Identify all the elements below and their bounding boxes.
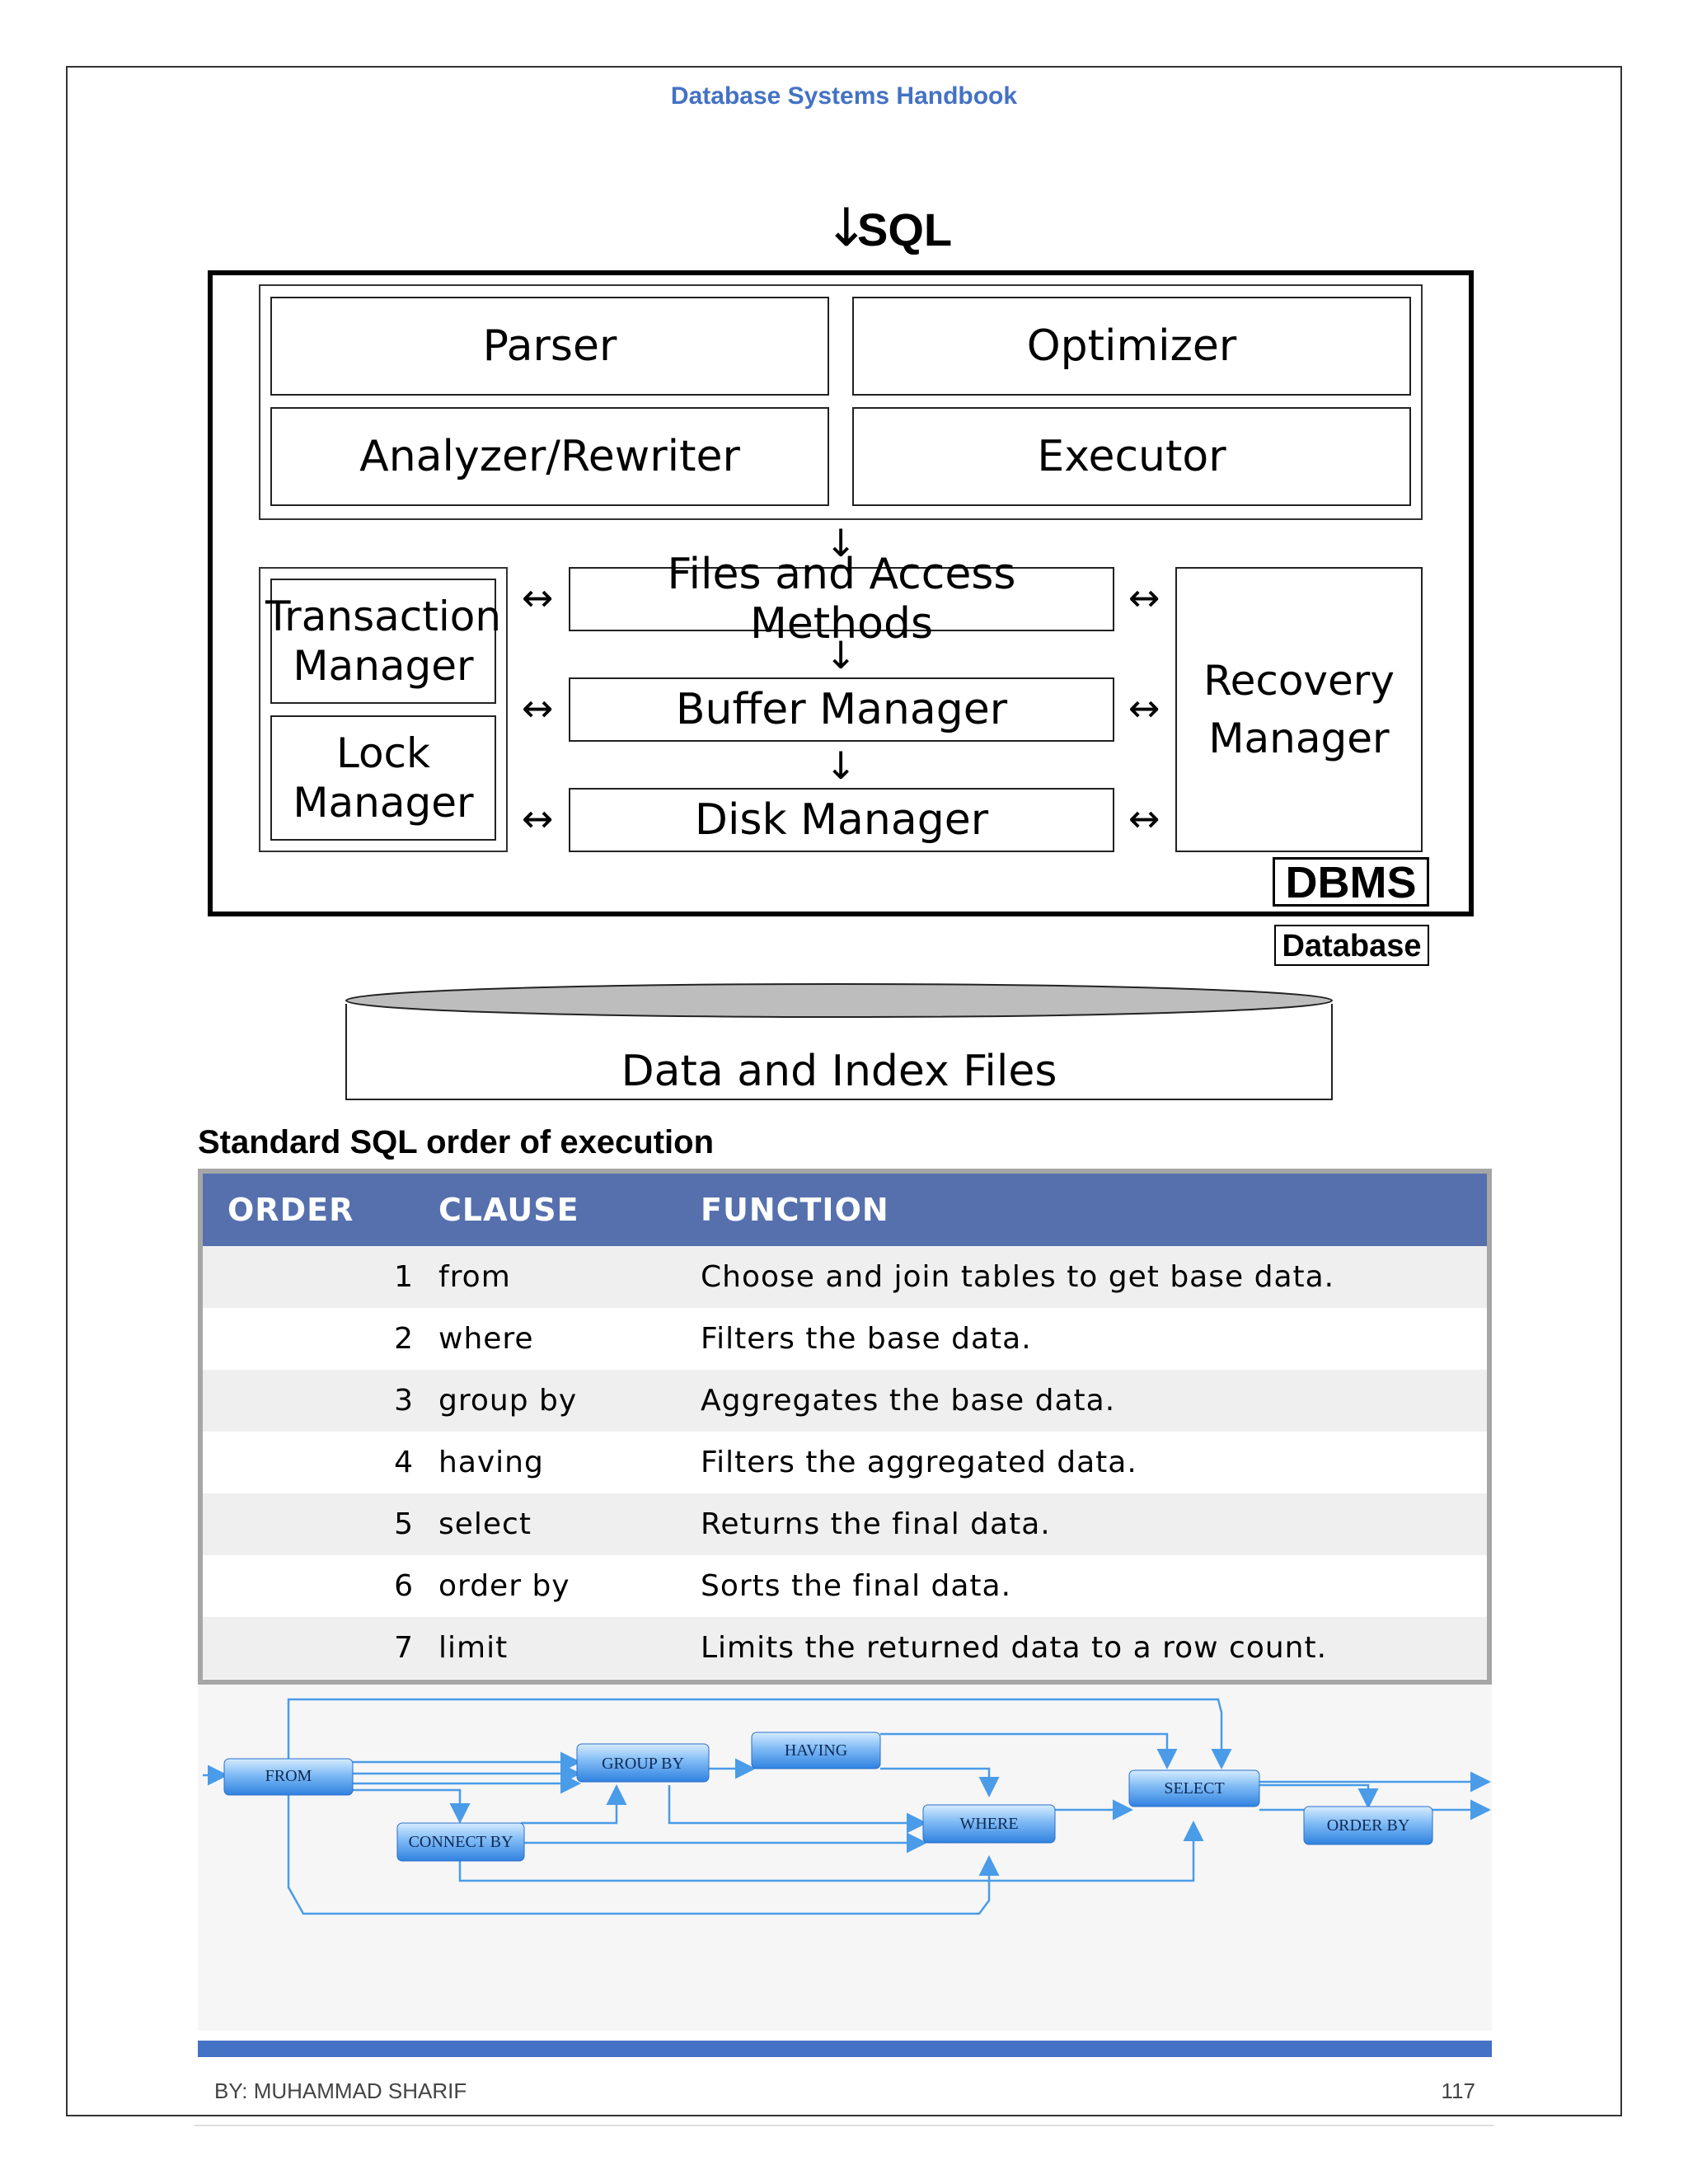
order-cell: 6 bbox=[394, 1569, 414, 1603]
concurrency-group bbox=[259, 567, 508, 852]
flow-nodes bbox=[223, 1732, 1433, 1862]
analyzer-rewriter-box: Analyzer/Rewriter bbox=[270, 407, 829, 506]
table-row: 5 select Returns the final data. bbox=[203, 1493, 1487, 1555]
order-cell: 3 bbox=[394, 1384, 414, 1418]
function-cell: Aggregates the base data. bbox=[701, 1384, 1116, 1418]
clause-cell: limit bbox=[438, 1631, 509, 1665]
sql-label: SQL bbox=[857, 204, 953, 255]
left-right-arrow-icon: ↔ bbox=[521, 575, 554, 620]
function-cell: Sorts the final data. bbox=[701, 1569, 1012, 1603]
flow-node-from: FROM bbox=[265, 1767, 312, 1785]
function-cell: Filters the base data. bbox=[701, 1322, 1032, 1356]
database-label: Database bbox=[1274, 925, 1429, 966]
disk-manager-box: Disk Manager bbox=[569, 788, 1114, 852]
dbms-label: DBMS bbox=[1273, 857, 1429, 907]
clause-cell: select bbox=[438, 1507, 532, 1541]
parser-box: Parser bbox=[270, 297, 829, 396]
storage-label: Data and Index Files bbox=[621, 1047, 1057, 1096]
header-title: Database Systems Handbook bbox=[670, 82, 1018, 110]
left-right-arrow-icon: ↔ bbox=[1128, 796, 1160, 841]
clause-cell: order by bbox=[438, 1569, 570, 1603]
query-processor-group bbox=[259, 284, 1423, 520]
executor-box: Executor bbox=[852, 407, 1411, 506]
order-cell: 4 bbox=[394, 1446, 414, 1479]
function-cell: Returns the final data. bbox=[701, 1507, 1051, 1541]
storage-cylinder bbox=[345, 983, 1333, 1100]
table-row: 7 limit Limits the returned data to a ro… bbox=[203, 1617, 1487, 1679]
down-arrow-icon: ↓ bbox=[824, 743, 857, 788]
header-function: FUNCTION bbox=[701, 1192, 889, 1228]
flow-node-having: HAVING bbox=[785, 1741, 847, 1760]
order-cell: 7 bbox=[394, 1631, 414, 1665]
flow-node-where: WHERE bbox=[959, 1815, 1018, 1833]
table-row: 4 having Filters the aggregated data. bbox=[203, 1432, 1487, 1493]
left-right-arrow-icon: ↔ bbox=[1128, 575, 1160, 620]
table-row: 2 where Filters the base data. bbox=[203, 1308, 1487, 1370]
header-clause: CLAUSE bbox=[438, 1192, 579, 1228]
lock-manager-box: Lock Manager bbox=[270, 715, 496, 841]
down-arrow-icon: ↓ bbox=[824, 521, 857, 565]
flow-node-select: SELECT bbox=[1164, 1779, 1224, 1797]
function-cell: Choose and join tables to get base data. bbox=[701, 1260, 1335, 1294]
section-heading: Standard SQL order of execution bbox=[198, 1124, 715, 1160]
header-order: ORDER bbox=[227, 1192, 354, 1228]
recovery-manager-box: Recovery Manager bbox=[1175, 567, 1423, 852]
left-right-arrow-icon: ↔ bbox=[1128, 686, 1160, 730]
optimizer-box: Optimizer bbox=[852, 297, 1411, 396]
flow-node-order-by: ORDER BY bbox=[1327, 1816, 1410, 1835]
buffer-manager-box: Buffer Manager bbox=[569, 677, 1114, 742]
dbms-outer-box bbox=[208, 270, 1474, 916]
flow-node-group-by: GROUP BY bbox=[602, 1755, 684, 1773]
function-cell: Limits the returned data to a row count. bbox=[701, 1631, 1328, 1665]
clause-cell: from bbox=[438, 1260, 511, 1294]
function-cell: Filters the aggregated data. bbox=[701, 1446, 1137, 1479]
table-header: ORDER CLAUSE FUNCTION bbox=[203, 1174, 1487, 1246]
table-row: 1 from Choose and join tables to get bas… bbox=[203, 1246, 1487, 1308]
table-row: 6 order by Sorts the final data. bbox=[203, 1555, 1487, 1617]
clause-cell: group by bbox=[438, 1384, 578, 1418]
down-arrow-icon: ↓ bbox=[824, 633, 857, 677]
order-cell: 1 bbox=[394, 1260, 414, 1294]
bottom-divider bbox=[195, 2125, 1493, 2126]
order-cell: 5 bbox=[394, 1507, 414, 1541]
clause-cell: having bbox=[438, 1446, 544, 1479]
footer-bar bbox=[198, 2041, 1492, 2057]
order-table: ORDER CLAUSE FUNCTION 1 from Choose and … bbox=[198, 1169, 1492, 1685]
transaction-manager-box: Transaction Manager bbox=[265, 579, 501, 704]
files-access-methods-box: Files and Access Methods bbox=[569, 550, 1114, 649]
left-right-arrow-icon: ↔ bbox=[521, 686, 554, 730]
order-cell: 2 bbox=[394, 1322, 414, 1356]
footer-author: BY: MUHAMMAD SHARIF bbox=[214, 2079, 467, 2103]
left-right-arrow-icon: ↔ bbox=[521, 796, 554, 841]
clause-cell: where bbox=[438, 1322, 534, 1356]
page-border bbox=[66, 66, 1622, 2116]
page-number: 117 bbox=[1441, 2079, 1475, 2103]
table-row: 3 group by Aggregates the base data. bbox=[203, 1370, 1487, 1432]
flow-node-connect-by: CONNECT BY bbox=[409, 1833, 513, 1851]
